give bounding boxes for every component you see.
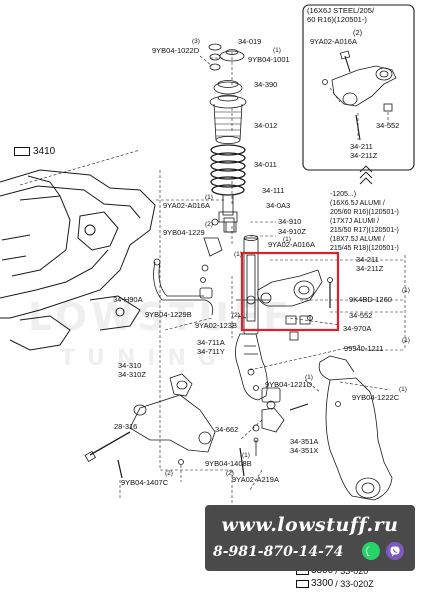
- label-9ya02-a016a-2: 9YA02-A016A: [268, 240, 315, 249]
- reference-arrow-icon: [296, 579, 309, 588]
- inset-arm-label-2: 34-211Z: [350, 151, 378, 160]
- reference-suffix-bottom2: / 33-020Z: [335, 578, 374, 589]
- inset-qty: (2): [353, 28, 363, 37]
- label-9ya02-a219a: 9YA02-A219A: [232, 475, 279, 484]
- banner-phone[interactable]: 8-981-870-14-74: [213, 544, 344, 560]
- spec-line-7: 215/45 R18)(120501-): [330, 245, 399, 252]
- reference-bottom-2: 3300 / 33-020Z: [296, 578, 374, 589]
- label-9yb04-1221d: 9YB04-1221D: [265, 380, 313, 389]
- highlight-box: [240, 251, 340, 332]
- label-34-910: 34-910: [278, 217, 302, 226]
- label-9ya02-a016a: 9YA02-A016A: [163, 201, 210, 210]
- label-34-011: 34-011: [254, 160, 277, 169]
- label-qty: (2): [232, 312, 240, 319]
- viber-icon[interactable]: [386, 542, 404, 560]
- spec-line-6: (18X7.5J ALUMI /: [330, 236, 385, 243]
- label-qty: (1): [283, 236, 291, 243]
- label-9ya02-123b: 9YA02-123B: [195, 321, 237, 330]
- label-qty: (1): [402, 287, 410, 294]
- inset-title-line1: (16X6J STEEL/205/: [307, 6, 375, 15]
- label-qty: (1): [234, 251, 242, 258]
- label-34-910z: 34-910Z: [278, 227, 306, 236]
- label-34-310: 34-310: [118, 361, 142, 370]
- inset-frame: [302, 4, 415, 171]
- label-qty: (2): [165, 470, 173, 477]
- inset-arm-label-1: 34-211: [350, 142, 373, 151]
- label-qty: (1): [305, 374, 313, 381]
- label-34-351a: 34-351A: [290, 437, 319, 446]
- spec-line-2: (16X6.5J ALUMI /: [330, 200, 385, 207]
- label-9yb04-1001: 9YB04-1001: [248, 55, 290, 64]
- label-34-552: 34-552: [349, 311, 373, 320]
- label-34-211z: 34-211Z: [356, 264, 384, 273]
- label-34-662: 34-662: [215, 425, 239, 434]
- whatsapp-icon[interactable]: [362, 542, 380, 560]
- label-qty: (1): [205, 194, 213, 201]
- label-34-019: 34-019: [238, 37, 262, 46]
- label-99940-1211: 99940-1211: [344, 344, 384, 353]
- label-qty: (1): [242, 452, 250, 459]
- label-28-316: 28-316: [114, 422, 138, 431]
- banner-site[interactable]: www.lowstuff.ru: [221, 514, 399, 536]
- label-34-111: 34-111: [262, 186, 285, 195]
- label-qty: (1): [399, 386, 407, 393]
- watermark-subtext: TUNING: [60, 346, 228, 371]
- label-9yb04-1408b: 9YB04-1408B: [205, 459, 252, 468]
- label-34-012: 34-012: [254, 121, 278, 130]
- label-34-711y: 34-711Y: [197, 347, 225, 356]
- label-9yb04-1229b: 9YB04-1229B: [145, 310, 192, 319]
- promo-banner: www.lowstuff.ru 8-981-870-14-74: [205, 505, 415, 571]
- label-qty: (1): [402, 337, 410, 344]
- inset-nut-label: 34-552: [376, 121, 400, 130]
- label-34-310z: 34-310Z: [118, 370, 146, 379]
- label-9yb04-1229: 9YB04-1229: [163, 228, 205, 237]
- label-9k4bd-1260: 9K4BD-1260: [349, 295, 392, 304]
- spec-line-1: -1205...): [330, 191, 357, 198]
- reference-code-bottom2: 3300: [311, 578, 334, 589]
- label-34-390: 34-390: [254, 80, 278, 89]
- watermark-text: LOWSTUFF: [28, 295, 294, 339]
- label-34-711a: 34-711A: [197, 338, 225, 347]
- reference-arrow-icon: [14, 147, 30, 156]
- label-qty: (3): [192, 38, 200, 45]
- label-qty: (1): [273, 47, 281, 54]
- spec-line-3: 205/60 R16)(120501-): [330, 209, 399, 216]
- label-qty: (2): [226, 470, 234, 477]
- label-qty: (2): [205, 221, 213, 228]
- inset-title-line2: 60 R16)(120501-): [307, 15, 367, 24]
- label-9yb04-1022d: 9YB04-1022D: [152, 46, 200, 55]
- reference-main: 3410: [14, 146, 55, 157]
- label-34-h90a: 34-H90A: [113, 295, 143, 304]
- label-34-970a: 34-970A: [343, 324, 372, 333]
- label-34-211: 34-211: [356, 255, 379, 264]
- spec-line-4: (17X7J ALUMI /: [330, 218, 380, 225]
- reference-code-main: 3410: [33, 146, 56, 157]
- label-9yb04-1222c: 9YB04-1222C: [352, 393, 400, 402]
- label-34-351x: 34-351X: [290, 446, 319, 455]
- spec-line-5: 215/50 R17)(120501-): [330, 227, 399, 234]
- label-34-0a3: 34-0A3: [266, 201, 291, 210]
- label-9yb04-1407c: 9YB04-1407C: [121, 478, 169, 487]
- inset-bolt-label: 9YA02-A016A: [310, 37, 357, 46]
